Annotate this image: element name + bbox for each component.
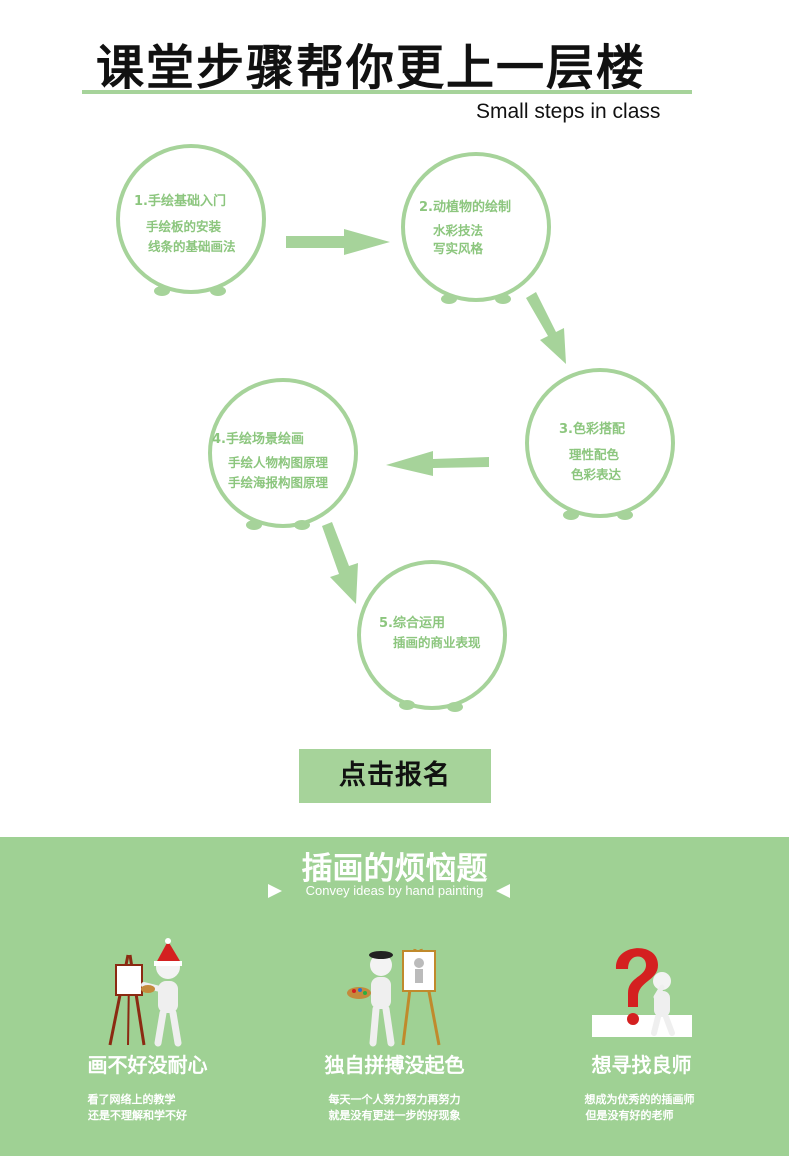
triangle-right-icon <box>268 884 282 898</box>
step-line: 色彩表达 <box>571 467 622 482</box>
step-foot-left <box>154 286 170 296</box>
step-line: 手绘海报构图原理 <box>228 475 329 490</box>
step-line: 手绘板的安装 <box>146 219 222 234</box>
item-heading: 独自拼搏没起色 <box>324 1053 465 1077</box>
item-line: 每天一个人努力努力再努力 <box>328 1093 461 1106</box>
step-foot-right <box>617 510 633 520</box>
step-1: 1.手绘基础入门 手绘板的安装 线条的基础画法 <box>116 144 266 296</box>
step-line: 插画的商业表现 <box>393 635 481 650</box>
triangle-left-icon <box>496 884 510 898</box>
section-subtitle: Convey ideas by hand painting <box>305 883 484 898</box>
item-line: 还是不理解和学不好 <box>88 1109 187 1122</box>
step-foot-left <box>246 520 262 530</box>
problem-item-2: 独自拼搏没起色 每天一个人努力努力再努力 就是没有更进一步的好现象 <box>263 937 526 1137</box>
artist-painting-icon <box>346 948 440 1047</box>
step-line: 写实风格 <box>433 241 484 256</box>
page-title: 课堂步骤帮你更上一层楼 <box>96 40 647 96</box>
arrow-left-icon <box>386 451 489 476</box>
problem-item-1: 画不好没耐心 看了网络上的教学 还是不理解和学不好 <box>16 937 279 1137</box>
step-ring <box>116 144 266 294</box>
step-foot-left <box>399 700 415 710</box>
step-ring <box>357 560 507 710</box>
problems-section: 插画的烦恼题 Convey ideas by hand painting 画不好… <box>0 837 789 1156</box>
problem-item-3: 想寻找良师 想成为优秀的的插画师 但是没有好的老师 <box>510 937 773 1137</box>
item-line: 想成为优秀的的插画师 <box>584 1093 695 1106</box>
step-ring <box>401 152 551 302</box>
flow-arrows <box>286 229 566 604</box>
arrow-right-icon <box>286 229 390 255</box>
step-foot-right <box>210 286 226 296</box>
step-foot-right <box>294 520 310 530</box>
step-line: 理性配色 <box>569 447 620 462</box>
arrow-down-right-icon-2 <box>322 522 358 604</box>
question-mark-thinker-icon <box>591 948 692 1037</box>
step-3: 3.色彩搭配 理性配色 色彩表达 <box>525 368 675 520</box>
step-foot-left <box>441 294 457 304</box>
step-foot-left <box>563 510 579 520</box>
step-ring <box>208 378 358 528</box>
step-line: 线条的基础画法 <box>148 239 236 254</box>
item-heading: 画不好没耐心 <box>87 1053 208 1077</box>
step-title: 5.综合运用 <box>379 616 445 631</box>
step-line: 手绘人物构图原理 <box>228 455 329 470</box>
step-title: 3.色彩搭配 <box>559 422 625 437</box>
step-ring <box>525 368 675 518</box>
step-title: 2.动植物的绘制 <box>419 200 511 215</box>
arrow-down-right-icon <box>526 292 566 364</box>
section-title: 插画的烦恼题 <box>301 851 488 887</box>
page-subtitle: Small steps in class <box>476 100 661 123</box>
step-2: 2.动植物的绘制 水彩技法 写实风格 <box>401 152 551 304</box>
step-line: 水彩技法 <box>433 223 484 238</box>
step-foot-right <box>495 294 511 304</box>
step-foot-right <box>447 702 463 712</box>
signup-button[interactable]: 点击报名 <box>299 749 491 803</box>
item-line: 就是没有更进一步的好现象 <box>328 1109 461 1122</box>
step-5: 5.综合运用 插画的商业表现 <box>357 560 507 712</box>
item-line: 但是没有好的老师 <box>585 1109 674 1122</box>
painter-with-easel-icon <box>108 938 182 1047</box>
item-line: 看了网络上的教学 <box>87 1093 176 1106</box>
step-title: 1.手绘基础入门 <box>134 194 226 209</box>
title-divider <box>82 90 692 94</box>
item-heading: 想寻找良师 <box>591 1053 692 1077</box>
step-title: 4.手绘场景绘画 <box>212 432 304 447</box>
step-4: 4.手绘场景绘画 手绘人物构图原理 手绘海报构图原理 <box>208 378 358 530</box>
